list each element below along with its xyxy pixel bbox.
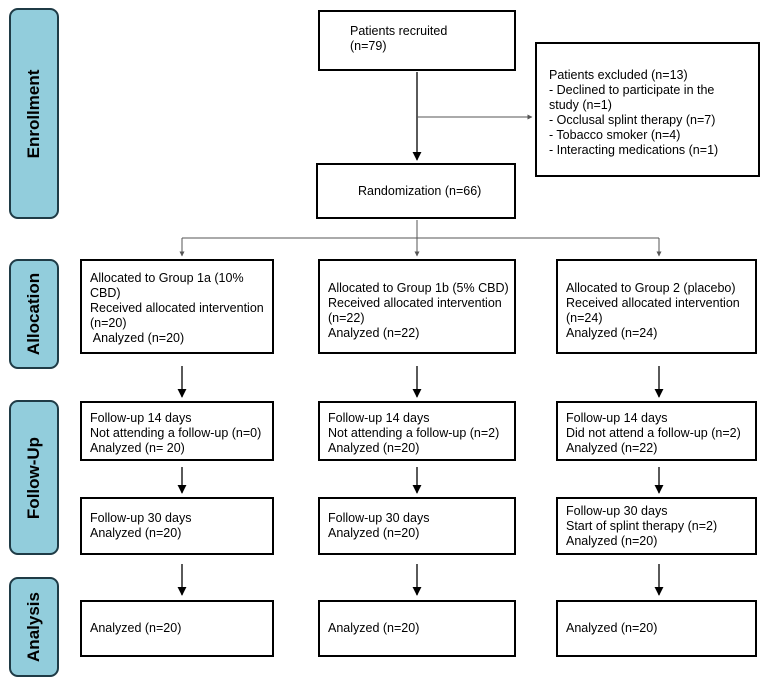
excluded-line-6: - Interacting medications (n=1)	[549, 143, 719, 157]
group-2-allocation-box: Allocated to Group 2 (placebo) Received …	[556, 259, 757, 354]
group-1a-followup14-box: Follow-up 14 days Not attending a follow…	[80, 401, 274, 461]
randomization-box: Randomization (n=66)	[316, 163, 516, 219]
excluded-line-4: - Occlusal splint therapy (n=7)	[549, 113, 716, 127]
excluded-line-2: - Declined to participate in the	[549, 83, 715, 97]
g1b-alloc-line-4: Analyzed (n=22)	[328, 326, 420, 340]
g1b-fu30-line-2: Analyzed (n=20)	[328, 526, 420, 540]
recruited-box: Patients recruited (n=79)	[318, 10, 516, 71]
g1a-alloc-line-3: Received allocated intervention	[90, 301, 264, 315]
group-1b-followup30-box: Follow-up 30 days Analyzed (n=20)	[318, 497, 516, 555]
g1b-fu30-line-1: Follow-up 30 days	[328, 511, 430, 525]
g1a-alloc-line-1: Allocated to Group 1a (10%	[90, 271, 244, 285]
group-2-followup30-box: Follow-up 30 days Start of splint therap…	[556, 497, 757, 555]
g2-fu30-line-2: Start of splint therapy (n=2)	[566, 518, 718, 533]
g2-alloc-line-1: Allocated to Group 2 (placebo)	[566, 281, 736, 295]
g2-analysis-line-1: Analyzed (n=20)	[566, 621, 658, 635]
g1a-analysis-line-1: Analyzed (n=20)	[90, 621, 182, 635]
stage-analysis: Analysis	[9, 577, 59, 677]
g2-fu14-line-3: Analyzed (n=22)	[566, 441, 658, 455]
group-2-followup14-box: Follow-up 14 days Did not attend a follo…	[556, 401, 757, 461]
g1a-fu30-line-1: Follow-up 30 days	[90, 511, 192, 525]
group-1a-analysis-box: Analyzed (n=20)	[80, 600, 274, 657]
group-1b-followup14-box: Follow-up 14 days Not attending a follow…	[318, 401, 516, 461]
group-1b-allocation-box: Allocated to Group 1b (5% CBD) Received …	[318, 259, 516, 354]
g2-fu14-line-1: Follow-up 14 days	[566, 411, 668, 425]
randomization-line-1: Randomization (n=66)	[358, 183, 482, 198]
g2-alloc-line-4: Analyzed (n=24)	[566, 326, 658, 340]
group-2-analysis-box: Analyzed (n=20)	[556, 600, 757, 657]
g2-alloc-line-3: (n=24)	[566, 311, 603, 325]
stage-followup: Follow-Up	[9, 400, 59, 555]
g1b-alloc-line-2: Received allocated intervention	[328, 296, 502, 310]
g1a-fu30-line-2: Analyzed (n=20)	[90, 526, 182, 540]
g2-fu30-line-1: Follow-up 30 days	[566, 503, 668, 518]
group-1b-analysis-box: Analyzed (n=20)	[318, 600, 516, 657]
excluded-line-3: study (n=1)	[549, 98, 612, 112]
g1b-alloc-line-3: (n=22)	[328, 311, 365, 325]
excluded-line-5: - Tobacco smoker (n=4)	[549, 128, 681, 142]
g1b-alloc-line-1: Allocated to Group 1b (5% CBD)	[328, 281, 509, 295]
g1a-alloc-line-2: CBD)	[90, 286, 121, 300]
g1b-fu14-line-2: Not attending a follow-up (n=2)	[328, 426, 500, 440]
g1a-fu14-line-3: Analyzed (n= 20)	[90, 441, 185, 455]
g1b-fu14-line-1: Follow-up 14 days	[328, 411, 430, 425]
recruited-line-2: (n=79)	[350, 39, 387, 53]
g1a-fu14-line-2: Not attending a follow-up (n=0)	[90, 426, 262, 440]
excluded-line-1: Patients excluded (n=13)	[549, 68, 688, 82]
group-1a-allocation-box: Allocated to Group 1a (10% CBD) Received…	[80, 259, 274, 354]
g1b-fu14-line-3: Analyzed (n=20)	[328, 441, 420, 455]
stage-enrollment: Enrollment	[9, 8, 59, 219]
g1a-alloc-line-5: Analyzed (n=20)	[90, 331, 185, 345]
excluded-box: Patients excluded (n=13) - Declined to p…	[535, 42, 760, 177]
group-1a-followup30-box: Follow-up 30 days Analyzed (n=20)	[80, 497, 274, 555]
g1b-analysis-line-1: Analyzed (n=20)	[328, 621, 420, 635]
g1a-fu14-line-1: Follow-up 14 days	[90, 411, 192, 425]
g2-alloc-line-2: Received allocated intervention	[566, 296, 740, 310]
recruited-line-1: Patients recruited	[350, 24, 448, 38]
g1a-alloc-line-4: (n=20)	[90, 316, 127, 330]
g2-fu14-line-2: Did not attend a follow-up (n=2)	[566, 426, 741, 440]
stage-allocation: Allocation	[9, 259, 59, 369]
g2-fu30-line-3: Analyzed (n=20)	[566, 533, 658, 548]
